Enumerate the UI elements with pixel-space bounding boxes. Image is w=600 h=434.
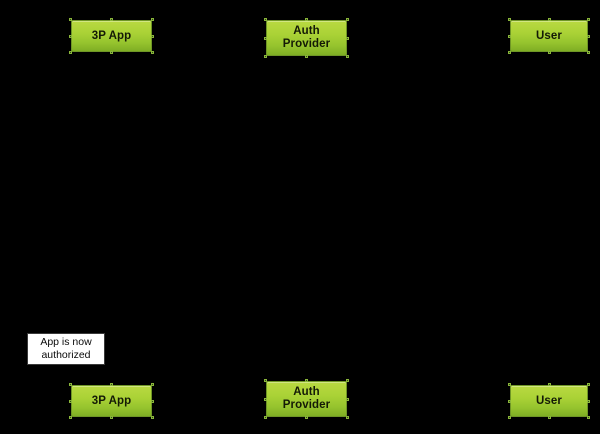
lifeline-auth-provider[interactable] <box>306 56 307 381</box>
selection-handle[interactable] <box>264 379 267 382</box>
selection-handle[interactable] <box>69 18 72 21</box>
selection-handle[interactable] <box>69 51 72 54</box>
selection-handle[interactable] <box>346 55 349 58</box>
note-authorized-note[interactable]: App is now authorized <box>27 333 105 365</box>
selection-handle[interactable] <box>305 55 308 58</box>
lifeline-user[interactable] <box>549 52 550 385</box>
selection-handle[interactable] <box>346 416 349 419</box>
participant-user[interactable]: User <box>510 20 588 52</box>
participant-label: Auth Provider <box>282 386 331 411</box>
lifeline-3p-app[interactable] <box>111 52 112 385</box>
selection-handle[interactable] <box>264 416 267 419</box>
participant-label: 3P App <box>91 394 132 407</box>
selection-handle[interactable] <box>110 416 113 419</box>
selection-handle[interactable] <box>587 383 590 386</box>
selection-handle[interactable] <box>587 51 590 54</box>
selection-handle[interactable] <box>587 399 590 403</box>
selection-handle[interactable] <box>264 397 267 401</box>
participant-user-footer[interactable]: User <box>510 385 588 417</box>
selection-handle[interactable] <box>547 18 551 21</box>
selection-handle[interactable] <box>305 18 308 21</box>
participant-auth-provider[interactable]: Auth Provider <box>266 20 347 56</box>
selection-handle[interactable] <box>110 18 113 21</box>
selection-handle[interactable] <box>587 416 590 419</box>
note-label: App is now authorized <box>40 336 92 361</box>
selection-handle[interactable] <box>151 383 154 386</box>
selection-handle[interactable] <box>305 379 308 382</box>
selection-handle[interactable] <box>508 416 511 419</box>
participant-label: User <box>536 394 562 407</box>
selection-handle[interactable] <box>547 51 551 54</box>
participant-label: 3P App <box>91 29 132 42</box>
participant-auth-provider-footer[interactable]: Auth Provider <box>266 381 347 417</box>
selection-handle[interactable] <box>151 399 154 403</box>
participant-third-party-app-footer[interactable]: 3P App <box>71 385 152 417</box>
selection-handle[interactable] <box>547 416 551 419</box>
selection-handle[interactable] <box>69 399 72 403</box>
selection-handle[interactable] <box>305 416 308 419</box>
selection-handle[interactable] <box>346 397 349 401</box>
selection-handle[interactable] <box>508 383 511 386</box>
selection-handle[interactable] <box>264 55 267 58</box>
selection-handle[interactable] <box>69 34 72 38</box>
selection-handle[interactable] <box>151 18 154 21</box>
selection-handle[interactable] <box>110 383 113 386</box>
selection-handle[interactable] <box>151 416 154 419</box>
selection-handle[interactable] <box>587 34 590 38</box>
selection-handle[interactable] <box>508 18 511 21</box>
selection-handle[interactable] <box>264 36 267 40</box>
selection-handle[interactable] <box>346 36 349 40</box>
selection-handle[interactable] <box>151 34 154 38</box>
selection-handle[interactable] <box>110 51 113 54</box>
participant-label: User <box>536 29 562 42</box>
selection-handle[interactable] <box>547 383 551 386</box>
selection-handle[interactable] <box>508 34 511 38</box>
selection-handle[interactable] <box>508 399 511 403</box>
selection-handle[interactable] <box>69 383 72 386</box>
selection-handle[interactable] <box>151 51 154 54</box>
selection-handle[interactable] <box>508 51 511 54</box>
selection-handle[interactable] <box>346 18 349 21</box>
selection-handle[interactable] <box>587 18 590 21</box>
participant-label: Auth Provider <box>282 25 331 50</box>
selection-handle[interactable] <box>69 416 72 419</box>
participant-third-party-app[interactable]: 3P App <box>71 20 152 52</box>
selection-handle[interactable] <box>264 18 267 21</box>
selection-handle[interactable] <box>346 379 349 382</box>
